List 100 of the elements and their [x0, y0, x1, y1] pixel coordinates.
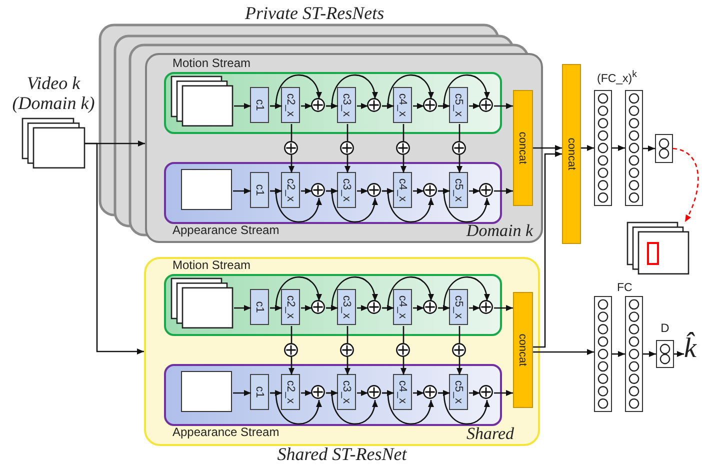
sum-node [423, 98, 437, 112]
sum-node [423, 183, 437, 197]
conv-block [393, 374, 412, 410]
arrow [270, 190, 322, 222]
arrow [357, 305, 368, 311]
conv-block [250, 87, 269, 123]
conv-block [337, 87, 356, 123]
arrow [581, 145, 594, 151]
arrow [301, 390, 312, 396]
block-label: concat [565, 138, 578, 170]
arrow [382, 190, 434, 222]
conv-block [250, 172, 269, 208]
block-label: c4_x [396, 93, 409, 117]
sum-node [367, 183, 381, 197]
arrow [326, 276, 378, 309]
sum-node [311, 300, 325, 314]
arrow [270, 74, 322, 107]
video-frames [627, 222, 689, 275]
arrow [270, 392, 322, 424]
block-label: c2_x [284, 380, 297, 404]
arrow [612, 145, 625, 151]
connector-line [402, 326, 404, 343]
panel-label: Domain k [466, 222, 533, 241]
arrow [643, 351, 656, 357]
conv-block [449, 374, 468, 410]
arrow [533, 349, 594, 355]
sum-node [479, 385, 493, 399]
arrow [456, 155, 462, 173]
sum-node [367, 98, 381, 112]
block-label: c3_x [340, 380, 353, 404]
sum-node [311, 98, 325, 112]
panel-label: Shared [466, 425, 514, 444]
panel-title: Private ST-ResNets [245, 4, 384, 24]
conv-block [393, 87, 412, 123]
neuron-layer [625, 90, 643, 206]
arrow [344, 357, 350, 375]
block-label: c1 [253, 386, 266, 398]
block-label: concat [516, 333, 529, 366]
arrow [456, 357, 462, 375]
arrow [288, 357, 294, 375]
arrow [288, 155, 294, 173]
stream-label: Appearance Stream [172, 426, 280, 439]
arrow [469, 305, 480, 311]
arrow [612, 351, 625, 357]
sum-node [367, 385, 381, 399]
block-label: concat [516, 131, 529, 164]
block-label: c5_x [452, 178, 465, 202]
arrow [233, 188, 251, 194]
arrow [382, 74, 434, 107]
block-label: c2_x [284, 93, 297, 117]
layer-label: D [660, 322, 670, 336]
conv-block [281, 374, 300, 410]
arrow [438, 276, 490, 309]
block-label: c4_x [396, 380, 409, 404]
arrow [413, 305, 424, 311]
concat-block [562, 64, 581, 244]
arrow [494, 305, 513, 311]
arrow [438, 74, 490, 107]
sum-node [396, 140, 410, 154]
output-layer [655, 134, 673, 163]
conv-block [449, 172, 468, 208]
block-label: c5_x [452, 380, 465, 404]
arrow [469, 188, 480, 194]
arrow [233, 390, 251, 396]
arrow [301, 103, 312, 109]
arrow [413, 390, 424, 396]
arrow [357, 188, 368, 194]
prediction-text: k̂ [684, 334, 696, 365]
block-label: c3_x [340, 295, 353, 319]
connector-line [346, 326, 348, 343]
arrow [357, 103, 368, 109]
video-frame [181, 371, 232, 412]
concat-block [512, 292, 532, 408]
neuron-layer [594, 90, 612, 206]
arrow [270, 276, 322, 309]
arrow [674, 351, 684, 357]
block-label: c3_x [340, 178, 353, 202]
block-label: c1 [253, 99, 266, 111]
arrow [494, 390, 513, 396]
video-frames [171, 76, 233, 127]
arrow [469, 103, 480, 109]
conv-block [337, 289, 356, 325]
sum-node [284, 140, 298, 154]
arrow [326, 190, 378, 222]
sum-node [423, 300, 437, 314]
block-label: c3_x [340, 93, 353, 117]
conv-block [250, 374, 269, 410]
stream-label: Motion Stream [172, 56, 251, 70]
sum-node [311, 385, 325, 399]
arrow [494, 103, 513, 109]
arrow [301, 188, 312, 194]
arrow [400, 155, 406, 173]
sum-node [340, 140, 354, 154]
arrow [234, 103, 251, 109]
conv-block [337, 374, 356, 410]
arrow [469, 390, 480, 396]
arrow [344, 155, 350, 173]
arrow [301, 305, 312, 311]
stream-label: Appearance Stream [172, 224, 280, 237]
arrow [413, 188, 424, 194]
